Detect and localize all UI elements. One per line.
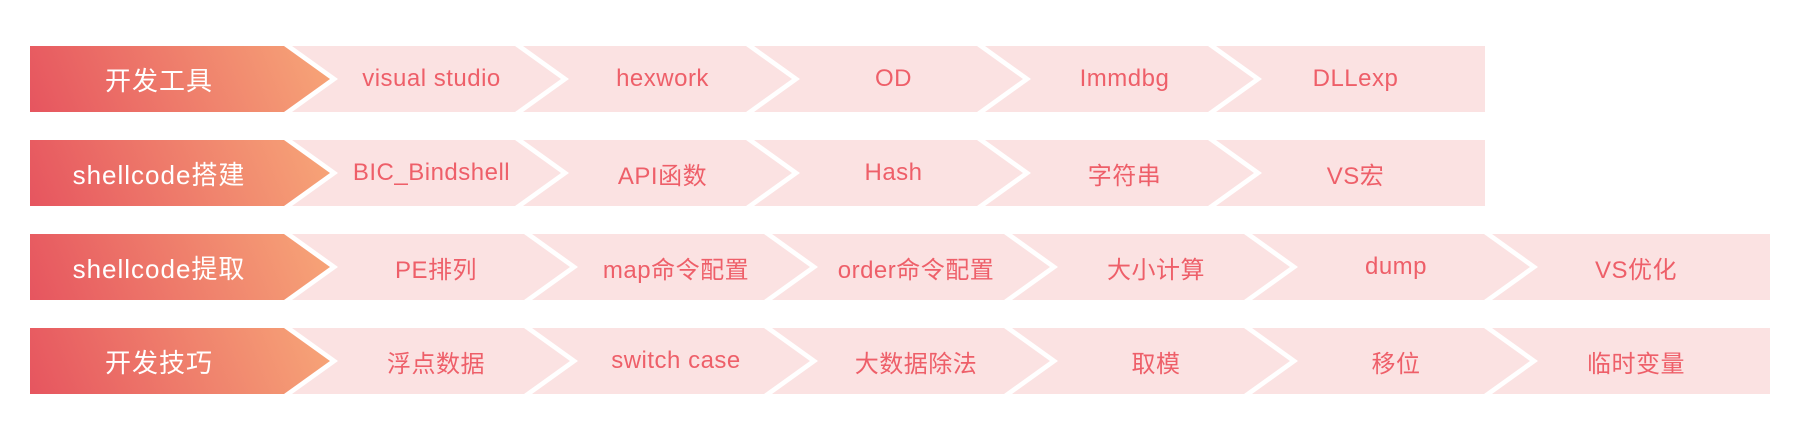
flow-step: 浮点数据: [292, 328, 570, 394]
flow-step: dump: [1252, 234, 1530, 300]
flow-step: 移位: [1252, 328, 1530, 394]
flow-step: visual studio: [292, 46, 561, 112]
flow-row-header: 开发技巧: [30, 328, 330, 394]
flow-step: API函数: [523, 140, 792, 206]
flow-step: 字符串: [985, 140, 1254, 206]
flow-step: 临时变量: [1492, 328, 1770, 394]
flow-step: map命令配置: [532, 234, 810, 300]
flow-step: PE排列: [292, 234, 570, 300]
flow-step: order命令配置: [772, 234, 1050, 300]
flow-step: BIC_Bindshell: [292, 140, 561, 206]
flow-step: Immdbg: [985, 46, 1254, 112]
flow-step: VS宏: [1216, 140, 1485, 206]
flow-row-header: 开发工具: [30, 46, 330, 112]
flow-step: DLLexp: [1216, 46, 1485, 112]
flow-step: Hash: [754, 140, 1023, 206]
flow-step: OD: [754, 46, 1023, 112]
flow-row-header: shellcode提取: [30, 234, 330, 300]
flow-row-header: shellcode搭建: [30, 140, 330, 206]
flow-step: hexwork: [523, 46, 792, 112]
flow-step: 取模: [1012, 328, 1290, 394]
flow-step: switch case: [532, 328, 810, 394]
flow-step: VS优化: [1492, 234, 1770, 300]
flow-step: 大小计算: [1012, 234, 1290, 300]
flow-step: 大数据除法: [772, 328, 1050, 394]
